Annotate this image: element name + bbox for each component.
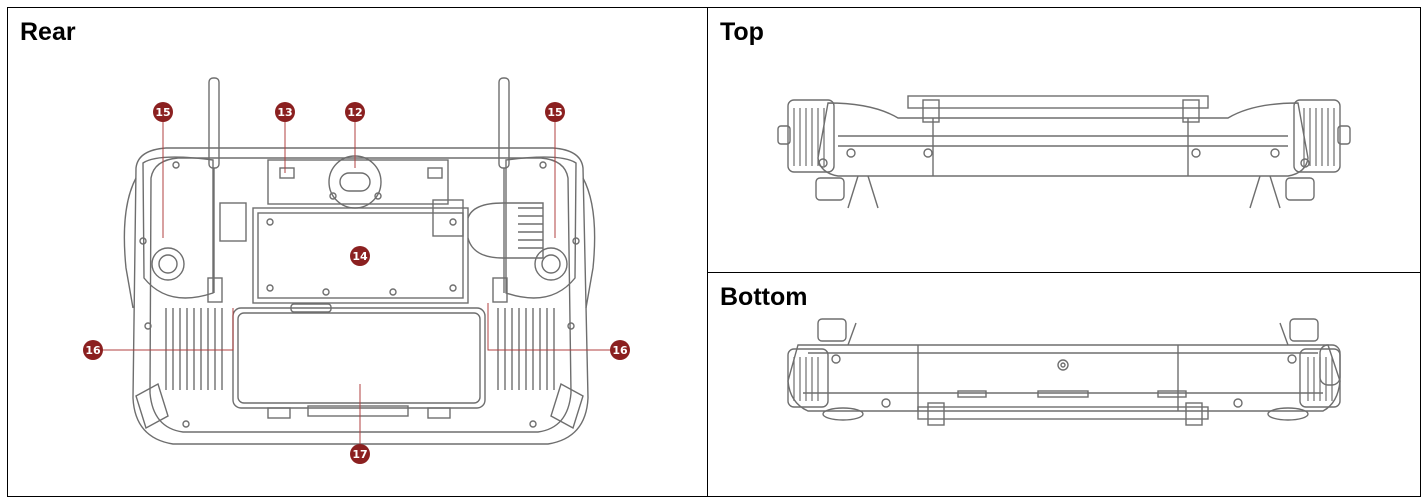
- rear-view-drawing: 15 13 12 15 14 16: [83, 77, 630, 464]
- callout-16-right: 16: [610, 340, 630, 360]
- rear-panel: Rear: [7, 7, 708, 497]
- callout-15-right: 15: [545, 102, 565, 122]
- top-title: Top: [720, 18, 764, 46]
- svg-text:12: 12: [347, 106, 362, 119]
- top-panel: Top: [707, 7, 1421, 273]
- svg-text:17: 17: [352, 448, 367, 461]
- callout-16-left: 16: [83, 340, 103, 360]
- svg-text:14: 14: [352, 250, 368, 263]
- rear-title: Rear: [20, 18, 76, 46]
- svg-text:16: 16: [612, 344, 628, 357]
- callout-14: 14: [350, 246, 370, 266]
- svg-text:13: 13: [277, 106, 292, 119]
- top-view-drawing: [777, 95, 1351, 209]
- bottom-panel: Bottom: [707, 272, 1421, 497]
- svg-text:15: 15: [155, 106, 170, 119]
- callout-13: 13: [275, 102, 295, 122]
- callout-15-left: 15: [153, 102, 173, 122]
- svg-text:16: 16: [85, 344, 101, 357]
- callout-17: 17: [350, 444, 370, 464]
- callout-12: 12: [345, 102, 365, 122]
- bottom-title: Bottom: [720, 283, 808, 311]
- bottom-view-drawing: [787, 318, 1341, 426]
- svg-text:15: 15: [547, 106, 562, 119]
